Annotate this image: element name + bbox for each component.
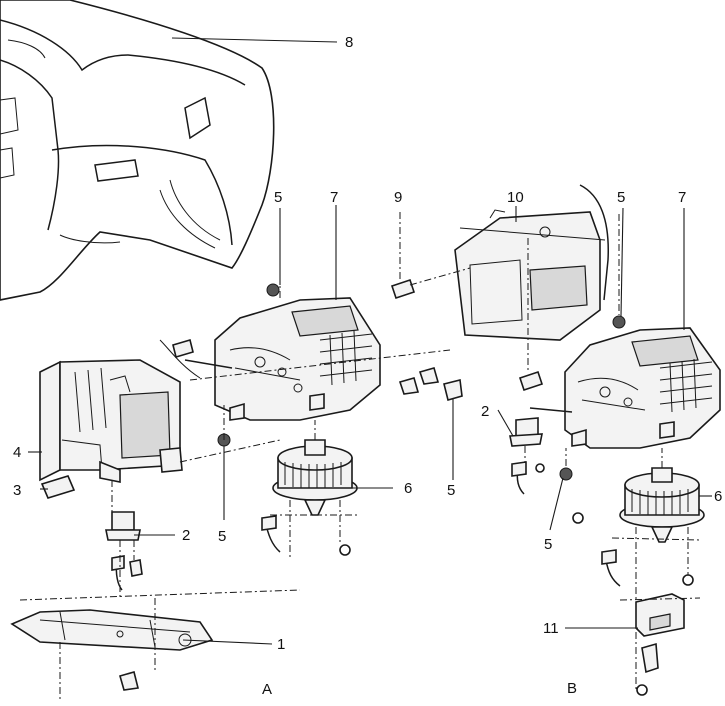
blower-motor-b — [619, 467, 705, 543]
callout-5-housing-a-top: 5 — [274, 189, 282, 206]
variant-label-a: A — [262, 681, 272, 698]
blower-housing-b — [529, 327, 721, 449]
mounting-bracket — [454, 184, 609, 341]
callout-5-housing-b-bottom: 5 — [544, 536, 552, 553]
air-intake-duct — [39, 359, 183, 483]
resistor-a — [105, 511, 141, 541]
callout-5-housing-a-bottom: 5 — [218, 528, 226, 545]
callout-11: 11 — [543, 620, 559, 637]
dashboard-panel — [0, 0, 275, 301]
callout-3: 3 — [13, 482, 21, 499]
fasteners-a — [111, 283, 351, 691]
callout-1: 1 — [277, 636, 285, 653]
blower-housing-a — [159, 297, 381, 421]
callout-5-housing-b-top: 5 — [617, 189, 625, 206]
assembly-lines-b — [399, 212, 701, 690]
callout-2-right: 2 — [481, 403, 489, 420]
blower-motor-a — [272, 439, 358, 516]
callout-10: 10 — [507, 189, 524, 206]
callout-labels: 1 2 2 3 4 5 5 5 5 5 6 6 7 7 8 9 10 11 A … — [13, 34, 722, 698]
callout-8: 8 — [345, 34, 353, 51]
callout-4: 4 — [13, 444, 21, 461]
callout-9: 9 — [394, 189, 402, 206]
resistor-b — [509, 417, 543, 447]
motor-control-module — [635, 593, 685, 674]
lower-cover — [10, 609, 214, 651]
callout-7-left: 7 — [330, 189, 338, 206]
leader-lines — [28, 37, 712, 645]
callout-6-right: 6 — [714, 488, 722, 505]
callout-5-center: 5 — [447, 482, 455, 499]
callout-6-left: 6 — [404, 480, 412, 497]
variant-label-b: B — [567, 680, 577, 697]
callout-7-right: 7 — [678, 189, 686, 206]
plug-grommet — [40, 475, 76, 499]
fasteners-b — [390, 278, 694, 696]
callout-2-left: 2 — [182, 527, 190, 544]
